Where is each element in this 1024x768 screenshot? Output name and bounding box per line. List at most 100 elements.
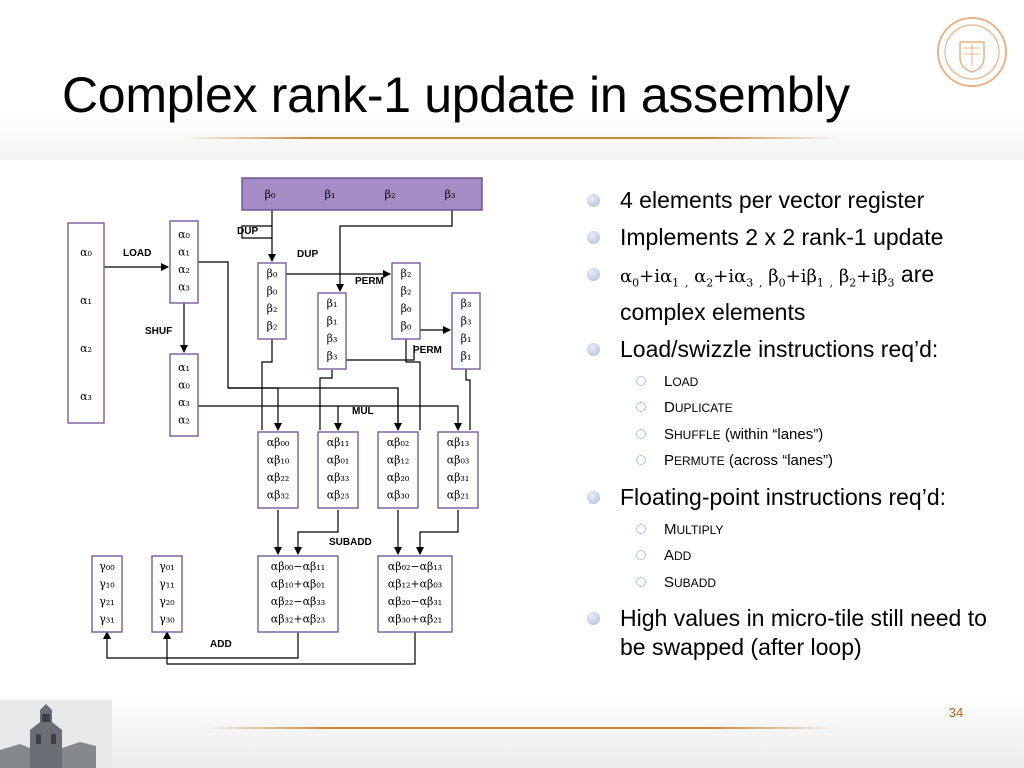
- title-band: [0, 0, 1024, 160]
- load-label: LOAD: [123, 248, 151, 259]
- subadd-register-2-entry: αβ₃₀+αβ₂₁: [388, 613, 442, 626]
- alpha-input-entry: α₁: [80, 294, 92, 307]
- product-register-entry: αβ₃₀: [387, 489, 410, 502]
- bullet-elements-per-register: 4 elements per vector register: [582, 186, 1002, 215]
- beta-dup-register-1-entry: β₂: [267, 302, 278, 315]
- subadd-register-1-entry: αβ₂₂−αβ₃₃: [271, 595, 325, 608]
- alpha-shuffled-register-entry: α₁: [178, 361, 190, 374]
- alpha-input-entry: α₂: [80, 342, 92, 355]
- bullet-rank1-update: Implements 2 x 2 rank-1 update: [582, 223, 1002, 252]
- footer-divider: [200, 727, 840, 729]
- gamma-register-1-entry: γ₀₀: [99, 560, 115, 573]
- product-register-entry: αβ₁₂: [387, 454, 410, 467]
- page-number: 34: [948, 705, 964, 720]
- subadd-register-1-entry: αβ₀₀−αβ₁₁: [271, 560, 325, 573]
- gamma-register-1-entry: γ₁₀: [99, 578, 115, 591]
- gamma-register-2-entry: γ₂₀: [159, 595, 175, 608]
- product-register-entry: αβ₀₀: [267, 436, 290, 449]
- beta-perm-register-2-entry: β₁: [461, 350, 472, 363]
- perm-label: PERM: [355, 276, 384, 287]
- alpha-loaded-register-entry: α₀: [178, 228, 190, 241]
- floating-point-heading: Floating-point instructions req’d:: [620, 483, 946, 510]
- beta-perm-register-1-entry: β₀: [401, 320, 412, 333]
- beta-header-entry: β₁: [325, 188, 336, 201]
- gamma-register-2-entry: γ₃₀: [159, 613, 175, 626]
- product-register-entry: αβ₃₁: [447, 471, 470, 484]
- load-swizzle-heading: Load/swizzle instructions req’d:: [620, 335, 939, 362]
- gamma-register-2: γ₀₁ γ₁₁ γ₂₀ γ₃₀: [151, 555, 183, 633]
- floating-point-item: ADD: [620, 543, 1002, 570]
- alpha-shuffled-register-entry: α₃: [178, 396, 190, 409]
- alpha-shuffled-register-entry: α₂: [178, 414, 190, 427]
- perm-label: PERM: [413, 345, 442, 356]
- beta-perm-register-1: β₂ β₂ β₀ β₀: [391, 262, 421, 340]
- beta-perm-register-1-entry: β₂: [401, 285, 412, 298]
- beta-dup-register-1: β₀ β₀ β₂ β₂: [257, 262, 287, 340]
- alpha-loaded-register: α₀ α₁ α₂ α₃: [169, 220, 199, 304]
- university-seal-icon: [937, 17, 1007, 87]
- subadd-register-1-entry: αβ₁₀+αβ₀₁: [271, 578, 325, 591]
- product-register-entry: αβ₃₃: [327, 471, 350, 484]
- bullet-floating-point: Floating-point instructions req’d: MULTI…: [582, 483, 1002, 597]
- alpha-shuffled-register-entry: α₀: [178, 379, 190, 392]
- data-flow-arrows: [103, 210, 471, 665]
- beta-perm-register-2-entry: β₃: [461, 297, 472, 310]
- beta-perm-register-2-entry: β₁: [461, 332, 472, 345]
- beta-dup-register-1-entry: β₂: [267, 320, 278, 333]
- beta-perm-register-1-entry: β₂: [401, 267, 412, 280]
- beta-dup-register-1-entry: β₀: [267, 285, 278, 298]
- gamma-register-2-entry: γ₀₁: [159, 560, 174, 573]
- load-swizzle-item: PERMUTE (across “lanes”): [620, 448, 1002, 475]
- bullet-swap-note: High values in micro-tile still need to …: [582, 604, 1002, 662]
- alpha-loaded-register-entry: α₃: [178, 281, 190, 294]
- beta-header-entry: β₀: [265, 188, 276, 201]
- product-register-entry: αβ₀₃: [447, 454, 470, 467]
- bullet-complex-elements: α0+iα1 , α2+iα3 , β0+iβ1 , β2+iβ3 are co…: [582, 260, 1002, 327]
- alpha-loaded-register-entry: α₁: [178, 246, 190, 259]
- product-register-entry: αβ₃₂: [267, 489, 290, 502]
- product-register-entry: αβ₂₁: [447, 489, 470, 502]
- product-register-entry: αβ₀₂: [387, 436, 410, 449]
- product-register-entry: αβ₂₃: [327, 489, 350, 502]
- tower-icon: [0, 700, 112, 768]
- subadd-register-2-entry: αβ₁₂+αβ₀₃: [388, 578, 442, 591]
- beta-dup-register-2-entry: β₃: [327, 332, 338, 345]
- slide-title: Complex rank-1 update in assembly: [62, 67, 850, 123]
- beta-dup-register-1-entry: β₀: [267, 267, 278, 280]
- beta-perm-register-2-entry: β₃: [461, 315, 472, 328]
- product-register-entry: αβ₂₂: [267, 471, 290, 484]
- alpha-shuffled-register: α₁ α₀ α₃ α₂: [169, 353, 199, 437]
- title-divider: [180, 137, 840, 139]
- dup-label: DUP: [297, 249, 318, 260]
- gamma-register-2-entry: γ₁₁: [159, 578, 174, 591]
- load-swizzle-item: SHUFFLE (within “lanes”): [620, 422, 1002, 449]
- beta-dup-register-2-entry: β₁: [327, 315, 338, 328]
- beta-perm-register-1-entry: β₀: [401, 302, 412, 315]
- beta-header-entry: β₂: [385, 188, 396, 201]
- shuf-label: SHUF: [145, 326, 172, 337]
- complex-elements-formula: α0+iα1 , α2+iα3 , β0+iβ1 , β2+iβ3: [620, 266, 895, 290]
- subadd-register-2-entry: αβ₀₂−αβ₁₃: [388, 560, 442, 573]
- alpha-loaded-register-entry: α₂: [178, 263, 190, 276]
- gamma-register-1-entry: γ₂₁: [99, 595, 114, 608]
- beta-dup-register-2-entry: β₁: [327, 297, 338, 310]
- load-swizzle-item: LOAD: [620, 369, 1002, 396]
- alpha-input-entry: α₀: [80, 246, 92, 259]
- floating-point-item: MULTIPLY: [620, 517, 1002, 544]
- floating-point-item: SUBADD: [620, 570, 1002, 597]
